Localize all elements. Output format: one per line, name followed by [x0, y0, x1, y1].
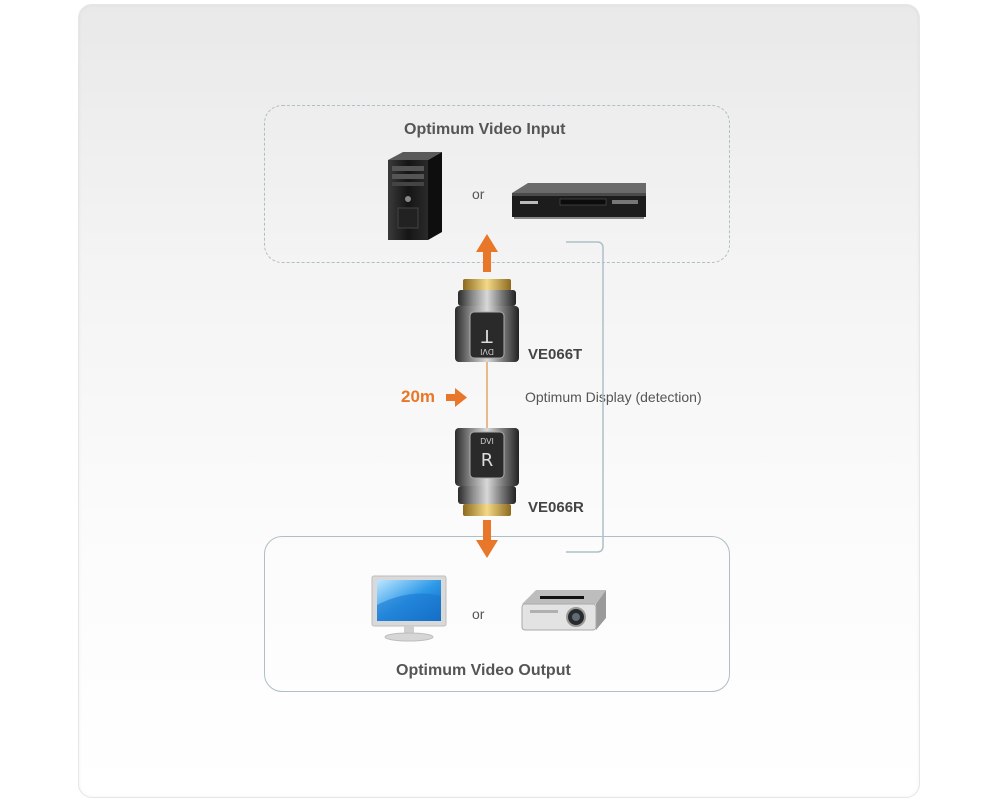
transmitter-face-letter: T: [481, 325, 494, 346]
feedback-label: Optimum Display (detection): [525, 389, 702, 405]
distance-label: 20m: [401, 387, 436, 406]
output-or-label: or: [472, 606, 485, 622]
receiver-adapter-icon: DVI R: [455, 428, 519, 516]
receiver-label: VE066R: [528, 499, 584, 516]
input-or-label: or: [472, 186, 485, 202]
pc-tower-icon: [388, 152, 442, 240]
down-arrow-icon: [476, 520, 498, 558]
transmitter-adapter-icon: T DVI: [455, 279, 519, 362]
transmitter-face-text: DVI: [480, 347, 494, 356]
video-output-group: [264, 536, 730, 692]
up-arrow-icon: [476, 234, 498, 272]
receiver-face-letter: R: [481, 450, 494, 471]
projector-icon: [521, 590, 606, 631]
diagram-panel: [78, 4, 920, 798]
transmitter-label: VE066T: [528, 346, 583, 363]
input-title: Optimum Video Input: [404, 121, 566, 138]
receiver-face-text: DVI: [480, 437, 494, 446]
distance-arrow-icon: [446, 388, 467, 407]
video-input-group: [264, 105, 730, 263]
feedback-line: [566, 241, 604, 553]
lcd-monitor-icon: [371, 575, 447, 642]
output-title: Optimum Video Output: [396, 662, 571, 679]
dvd-player-icon: [512, 183, 646, 219]
